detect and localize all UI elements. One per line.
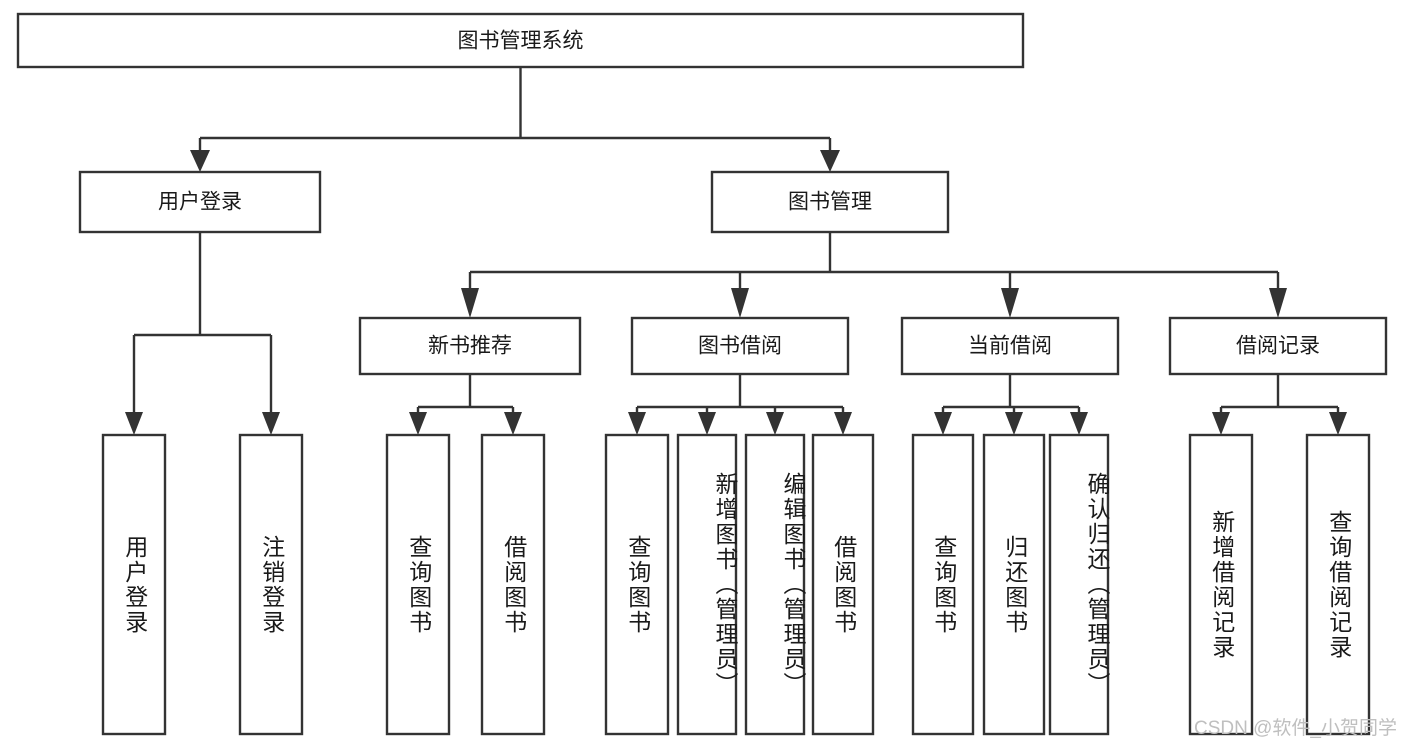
arrow-head-leaf-query-book-3: [934, 412, 952, 435]
node-label-current-borrow: 当前借阅: [968, 335, 1052, 358]
arrow-head-leaf-query-book-1: [409, 412, 427, 435]
node-box-book-borrow[interactable]: [630, 316, 850, 376]
node-label-user-login: 用户登录: [158, 191, 242, 214]
node-box-root[interactable]: [16, 12, 1025, 69]
arrow-head-leaf-query-book-2: [628, 412, 646, 435]
node-label-book-borrow: 图书借阅: [698, 335, 782, 358]
arrow-head-book-manage: [820, 150, 840, 172]
node-box-leaf-borrow-book-2[interactable]: [811, 433, 875, 736]
arrow-head-leaf-add-record: [1212, 412, 1230, 435]
arrow-head-current-borrow: [1001, 288, 1019, 318]
arrow-head-leaf-borrow-book-1: [504, 412, 522, 435]
arrow-head-leaf-confirm-return: [1070, 412, 1088, 435]
node-box-leaf-query-book-2[interactable]: [604, 433, 670, 736]
arrow-head-leaf-logout: [262, 412, 280, 435]
arrow-head-leaf-add-book: [698, 412, 716, 435]
node-label-root: 图书管理系统: [458, 30, 584, 53]
csdn-watermark: CSDN @软件_小贺同学: [1194, 718, 1397, 739]
arrow-head-leaf-return-book: [1005, 412, 1023, 435]
node-box-book-manage[interactable]: [710, 170, 950, 234]
arrow-head-leaf-query-record: [1329, 412, 1347, 435]
node-box-new-book-recommend[interactable]: [358, 316, 582, 376]
node-label-new-book-recommend: 新书推荐: [428, 335, 512, 358]
arrow-head-leaf-edit-book: [766, 412, 784, 435]
node-box-leaf-logout[interactable]: [238, 433, 304, 736]
node-box-leaf-add-record[interactable]: [1188, 433, 1254, 736]
node-box-borrow-record[interactable]: [1168, 316, 1388, 376]
node-box-current-borrow[interactable]: [900, 316, 1120, 376]
node-box-leaf-return-book[interactable]: [982, 433, 1046, 736]
node-box-leaf-edit-book[interactable]: [744, 433, 806, 736]
node-label-borrow-record: 借阅记录: [1236, 335, 1320, 358]
arrow-head-new-book-recommend: [461, 288, 479, 318]
arrow-head-leaf-user-login: [125, 412, 143, 435]
arrow-head-book-borrow: [731, 288, 749, 318]
node-box-leaf-query-record[interactable]: [1305, 433, 1371, 736]
node-label-book-manage: 图书管理: [788, 191, 872, 214]
node-box-leaf-user-login[interactable]: [101, 433, 167, 736]
node-box-leaf-query-book-1[interactable]: [385, 433, 451, 736]
node-box-leaf-borrow-book-1[interactable]: [480, 433, 546, 736]
node-box-leaf-add-book[interactable]: [676, 433, 738, 736]
arrow-head-borrow-record: [1269, 288, 1287, 318]
node-box-leaf-query-book-3[interactable]: [911, 433, 975, 736]
node-box-leaf-confirm-return[interactable]: [1048, 433, 1110, 736]
nodes-group: 图书管理系统 用户登录 图书管理 新书推荐 图书借阅 当前借阅 借阅记录: [16, 12, 1388, 736]
node-box-user-login[interactable]: [78, 170, 322, 234]
arrow-head-leaf-borrow-book-2: [834, 412, 852, 435]
connectors-group: [125, 67, 1347, 435]
arrow-head-user-login: [190, 150, 210, 172]
